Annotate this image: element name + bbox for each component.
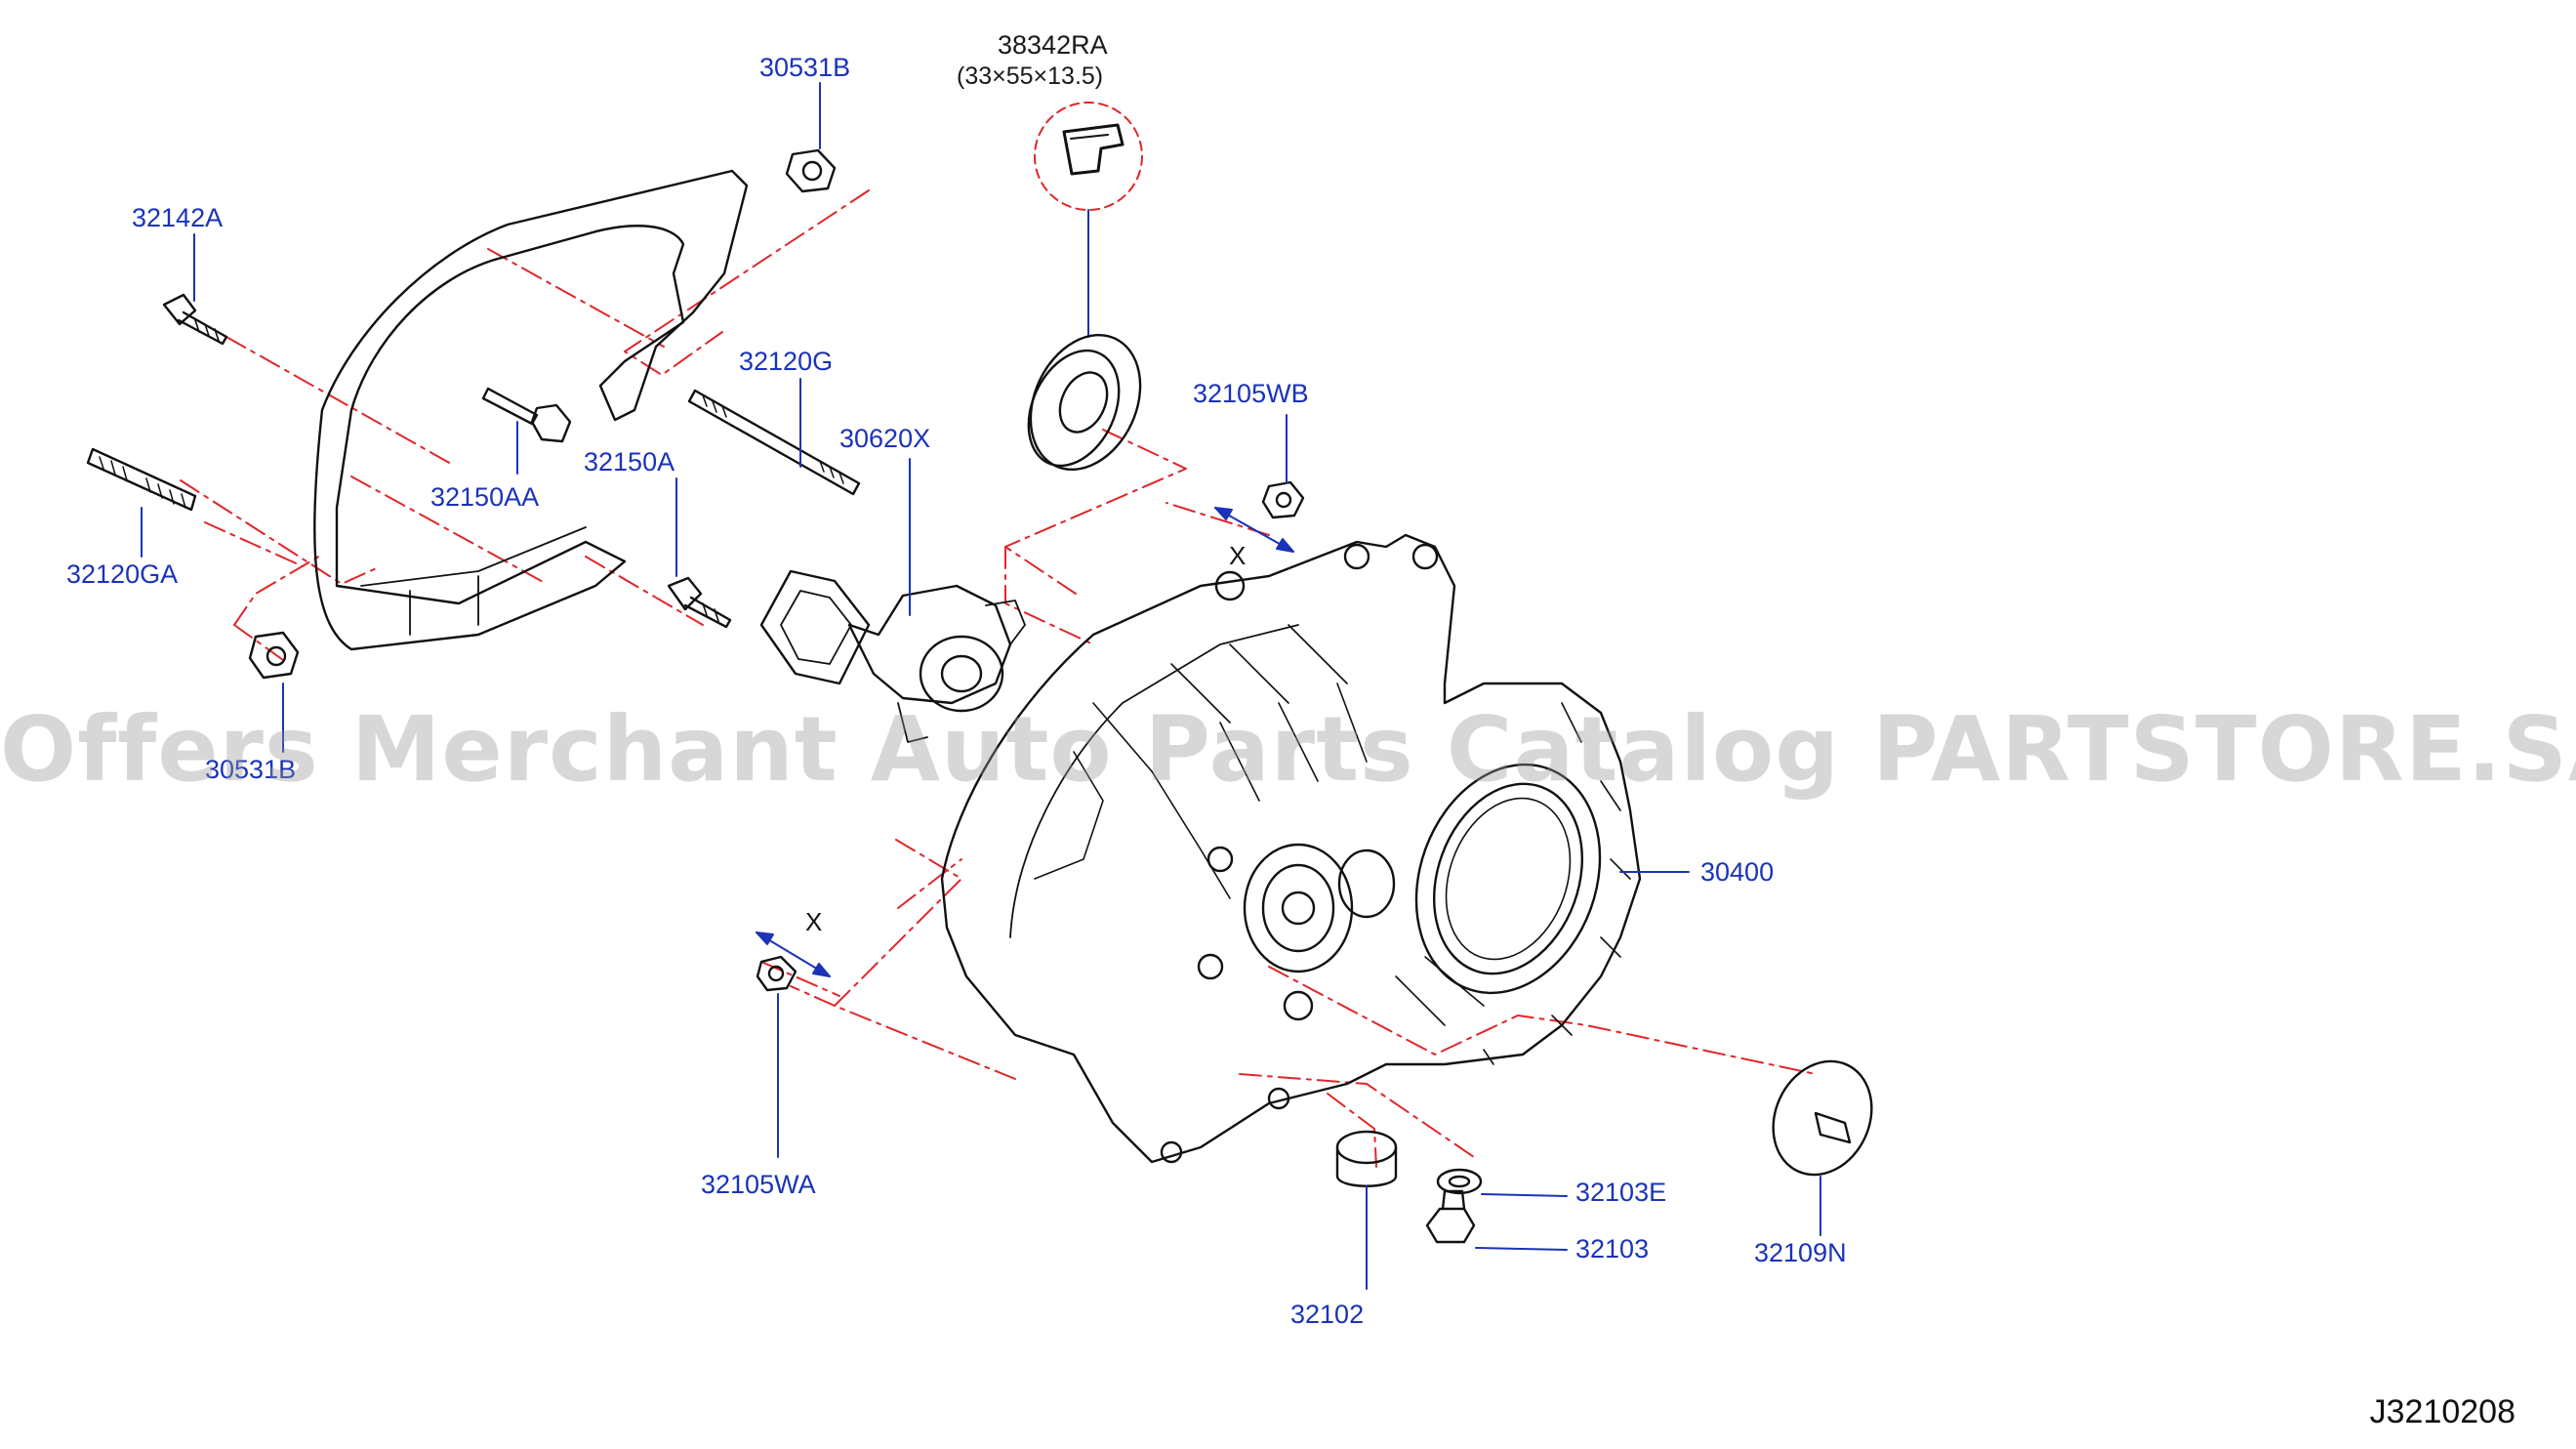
drain-plug-32103: [1425, 1189, 1476, 1244]
label-38342RA[interactable]: 38342RA: [998, 30, 1108, 60]
washer-32103E: [1436, 1168, 1483, 1195]
stud-32120GA: [86, 447, 197, 512]
bearing-38342RA: [1027, 333, 1142, 472]
assembly-lines: [180, 189, 1817, 1168]
label-38342RA-dims: (33×55×13.5): [957, 62, 1104, 90]
label-32120G[interactable]: 32120G: [739, 347, 834, 376]
label-32142A[interactable]: 32142A: [132, 203, 224, 232]
label-32103E[interactable]: 32103E: [1575, 1178, 1667, 1207]
label-30531B-lower[interactable]: 30531B: [205, 755, 297, 784]
label-32105WA[interactable]: 32105WA: [701, 1170, 816, 1199]
nut-30531B: [785, 148, 837, 193]
dimension-x-lower: X: [805, 907, 823, 936]
dimension-arrows: [756, 507, 1294, 977]
dowel-32105WA: [756, 955, 797, 992]
cap-32109N: [1772, 1059, 1873, 1177]
leader-lines: [141, 82, 1821, 1290]
label-30531B[interactable]: 30531B: [759, 53, 851, 82]
bolt-32142A: [162, 293, 228, 346]
label-32109N[interactable]: 32109N: [1754, 1238, 1847, 1267]
clutch-bracket: [313, 169, 749, 651]
label-32150AA[interactable]: 32150AA: [430, 482, 540, 512]
nut-30531-lower: [248, 631, 300, 680]
stud-32120G: [687, 389, 861, 496]
transmission-case-30400: [940, 533, 1642, 1164]
label-32150A[interactable]: 32150A: [584, 447, 675, 476]
label-30400[interactable]: 30400: [1700, 857, 1775, 887]
label-30620X[interactable]: 30620X: [839, 424, 931, 453]
bolt-32150A: [667, 576, 732, 629]
bolt-32150AA: [481, 387, 572, 443]
label-32103[interactable]: 32103: [1575, 1234, 1650, 1263]
dowel-32105WB: [1261, 480, 1305, 519]
detail-circle: [1034, 102, 1143, 211]
label-32120GA[interactable]: 32120GA: [66, 559, 179, 589]
label-32102[interactable]: 32102: [1290, 1300, 1365, 1329]
plug-32102: [1335, 1130, 1398, 1187]
label-32105WB[interactable]: 32105WB: [1193, 379, 1309, 408]
watermark: Offers Merchant Auto Parts Catalog PARTS…: [0, 697, 2576, 802]
diagram-code: J3210208: [2369, 1393, 2515, 1430]
dimension-x-upper: X: [1229, 541, 1247, 570]
slave-cylinder-30620X: [759, 569, 1026, 743]
